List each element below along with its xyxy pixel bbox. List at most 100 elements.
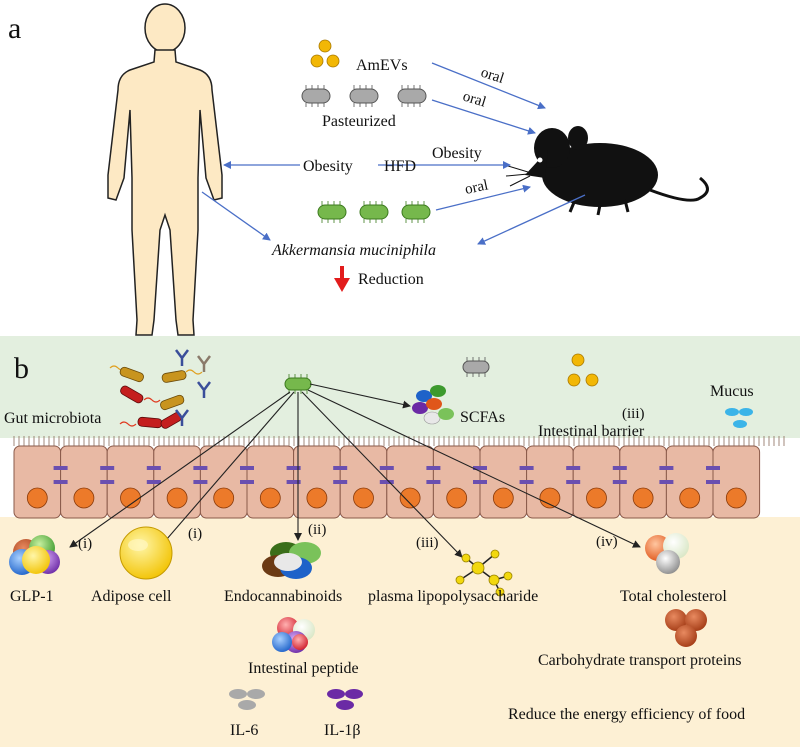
cell-nucleus bbox=[632, 487, 654, 509]
scfas-icon bbox=[412, 385, 454, 425]
tight-junction bbox=[53, 466, 68, 470]
tight-junction bbox=[146, 466, 161, 470]
label-oral-3: oral bbox=[464, 177, 490, 198]
cell-nucleus bbox=[492, 487, 514, 509]
amevs-lumen-icon bbox=[567, 353, 599, 387]
pasteurized-bacteria-icon bbox=[301, 85, 427, 107]
akkermansia-bacteria-icon bbox=[317, 201, 431, 223]
pasteurized-bacterium-lumen-icon bbox=[462, 357, 490, 377]
tight-junction bbox=[659, 480, 674, 484]
tight-junction bbox=[193, 480, 208, 484]
tight-junction bbox=[53, 480, 68, 484]
tight-junction bbox=[100, 480, 115, 484]
label-iv: (iv) bbox=[596, 534, 618, 550]
label-intestinal-barrier: Intestinal barrier bbox=[538, 423, 645, 440]
cell-nucleus bbox=[679, 487, 701, 509]
tight-junction bbox=[612, 466, 627, 470]
cholesterol-icon bbox=[645, 533, 689, 574]
cell-nucleus bbox=[26, 487, 48, 509]
panel-b: b Gut microbiota bbox=[0, 336, 800, 747]
label-akkermansia: Akkermansia muciniphila bbox=[271, 242, 436, 259]
il6-icon bbox=[229, 689, 265, 710]
label-obesity-left: Obesity bbox=[303, 158, 353, 175]
amevs-icon bbox=[310, 39, 340, 68]
panel-b-letter: b bbox=[14, 352, 29, 385]
lumen-background bbox=[0, 336, 800, 438]
panel-a: a AmEVs bbox=[8, 3, 709, 336]
tight-junction bbox=[519, 466, 534, 470]
endocannabinoids-icon bbox=[262, 542, 321, 579]
gut-microbiota-icon bbox=[109, 349, 211, 429]
tight-junction bbox=[706, 466, 720, 470]
tight-junction bbox=[333, 466, 348, 470]
label-amevs: AmEVs bbox=[356, 57, 408, 74]
cell-nucleus bbox=[259, 487, 281, 509]
mouse-silhouette bbox=[505, 126, 709, 216]
label-i-2: (i) bbox=[188, 526, 202, 542]
label-iii: (iii) bbox=[416, 535, 439, 551]
tight-junction bbox=[333, 480, 348, 484]
tight-junction bbox=[612, 480, 627, 484]
panel-a-letter: a bbox=[8, 12, 21, 45]
tight-junction bbox=[706, 480, 720, 484]
label-glp1: GLP-1 bbox=[10, 588, 54, 605]
tight-junction bbox=[240, 466, 254, 470]
akkermansia-center-icon bbox=[284, 374, 312, 394]
cell-nucleus bbox=[539, 487, 561, 509]
cell-nucleus bbox=[306, 487, 328, 509]
label-carbohydrate: Carbohydrate transport proteins bbox=[538, 652, 742, 669]
cell-nucleus bbox=[446, 487, 468, 509]
cell-nucleus bbox=[399, 487, 421, 509]
cell-nucleus bbox=[213, 487, 235, 509]
cell-nucleus bbox=[73, 487, 95, 509]
label-il6: IL-6 bbox=[230, 722, 258, 739]
label-lps: plasma lipopolysaccharide bbox=[368, 588, 538, 605]
intestinal-peptide-icon bbox=[272, 617, 315, 653]
tight-junction bbox=[566, 466, 581, 470]
human-silhouette bbox=[107, 3, 223, 336]
il1b-icon bbox=[327, 689, 363, 710]
reduction-arrow-icon bbox=[334, 266, 350, 292]
label-il1b: IL-1β bbox=[324, 722, 361, 739]
tight-junction bbox=[379, 466, 394, 470]
label-endocannabinoids: Endocannabinoids bbox=[224, 588, 342, 605]
tight-junction bbox=[659, 466, 674, 470]
label-gut-microbiota: Gut microbiota bbox=[4, 410, 101, 427]
tight-junction bbox=[566, 480, 581, 484]
tight-junction bbox=[100, 466, 115, 470]
microvilli bbox=[13, 436, 785, 446]
label-reduction: Reduction bbox=[358, 271, 424, 288]
adipose-cell-icon bbox=[119, 526, 173, 580]
cell-nucleus bbox=[166, 487, 188, 509]
lps-icon bbox=[455, 549, 513, 597]
tight-junction bbox=[473, 466, 487, 470]
epithelium bbox=[13, 445, 761, 519]
label-oral-1: oral bbox=[479, 65, 506, 87]
tight-junction bbox=[286, 466, 301, 470]
tight-junction bbox=[146, 480, 161, 484]
glp1-icon bbox=[9, 535, 60, 575]
panel-b-arrows bbox=[69, 383, 641, 558]
cell-nucleus bbox=[586, 487, 607, 509]
panel-a-arrows bbox=[201, 62, 586, 245]
label-oral-2: oral bbox=[461, 89, 488, 111]
tight-junction bbox=[426, 480, 441, 484]
label-obesity-right: Obesity bbox=[432, 145, 482, 162]
tight-junction bbox=[193, 466, 208, 470]
label-peptide: Intestinal peptide bbox=[248, 660, 359, 677]
tight-junction bbox=[519, 480, 534, 484]
label-scfas: SCFAs bbox=[460, 409, 505, 426]
carbohydrate-transport-icon bbox=[665, 609, 707, 647]
tight-junction bbox=[379, 480, 394, 484]
label-hfd: HFD bbox=[384, 158, 416, 175]
tight-junction bbox=[240, 480, 254, 484]
mucus-icon bbox=[725, 408, 753, 428]
label-adipose: Adipose cell bbox=[91, 588, 172, 605]
tight-junction bbox=[473, 480, 487, 484]
label-i-1: (i) bbox=[78, 536, 92, 552]
cell-nucleus bbox=[353, 487, 374, 509]
label-iii-top: (iii) bbox=[622, 406, 645, 422]
tight-junction bbox=[426, 466, 441, 470]
cell-nucleus bbox=[725, 487, 747, 509]
